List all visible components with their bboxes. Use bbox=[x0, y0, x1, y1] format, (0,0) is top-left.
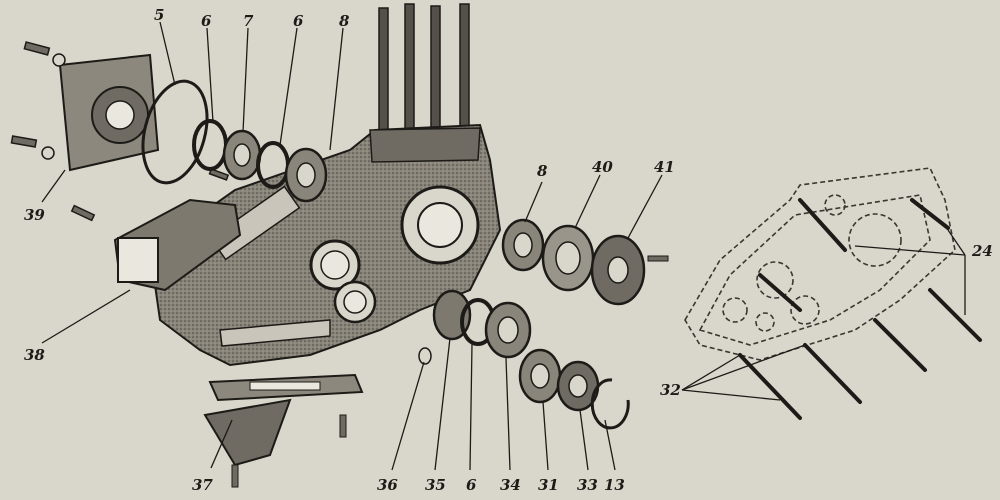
cover-screws bbox=[10, 41, 230, 222]
right-lower-stack bbox=[418, 289, 630, 430]
crankcase-half bbox=[148, 123, 502, 367]
stud bbox=[430, 5, 441, 135]
stud bbox=[459, 3, 470, 135]
callout-36: 36 bbox=[377, 476, 398, 494]
callout-38: 38 bbox=[24, 346, 45, 364]
dashed-cover-outline bbox=[684, 167, 956, 361]
intake-port bbox=[117, 237, 159, 283]
cover-bolts bbox=[738, 198, 982, 420]
callout-35: 35 bbox=[425, 476, 446, 494]
callout-40: 40 bbox=[592, 158, 613, 176]
washer-36 bbox=[418, 347, 432, 365]
intake-manifold bbox=[113, 198, 242, 292]
callout-39: 39 bbox=[24, 206, 45, 224]
callout-8-top: 8 bbox=[339, 12, 350, 30]
callout-7: 7 bbox=[243, 12, 254, 30]
callout-13: 13 bbox=[604, 476, 625, 494]
callout-24: 24 bbox=[972, 242, 993, 260]
callout-32: 32 bbox=[660, 381, 681, 399]
cylinder-studs bbox=[378, 3, 470, 135]
crank-bore bbox=[417, 202, 463, 248]
callout-6-top-left: 6 bbox=[201, 12, 212, 30]
stud bbox=[404, 3, 415, 135]
callout-37: 37 bbox=[192, 476, 213, 494]
callout-41: 41 bbox=[654, 158, 675, 176]
o-ring-5 bbox=[141, 79, 209, 185]
side-cover-39 bbox=[58, 53, 160, 172]
callout-6-bottom: 6 bbox=[466, 476, 477, 494]
callout-5: 5 bbox=[154, 6, 165, 24]
circlip-13 bbox=[590, 378, 630, 430]
stud bbox=[378, 7, 389, 134]
callout-31: 31 bbox=[538, 476, 559, 494]
callout-6-top-right: 6 bbox=[293, 12, 304, 30]
left-bearing-stack bbox=[141, 79, 328, 203]
leader-lines bbox=[41, 21, 966, 471]
callout-8-right: 8 bbox=[537, 162, 548, 180]
gasket-37 bbox=[203, 373, 364, 488]
callout-33: 33 bbox=[577, 476, 598, 494]
cylinder-mount-face bbox=[369, 127, 481, 163]
callout-34: 34 bbox=[500, 476, 521, 494]
shaft-bore bbox=[320, 250, 350, 280]
seal-6 bbox=[192, 119, 228, 171]
shaft-bore-lower bbox=[343, 290, 367, 314]
right-upper-stack bbox=[501, 218, 669, 306]
lower-rib bbox=[219, 319, 331, 347]
